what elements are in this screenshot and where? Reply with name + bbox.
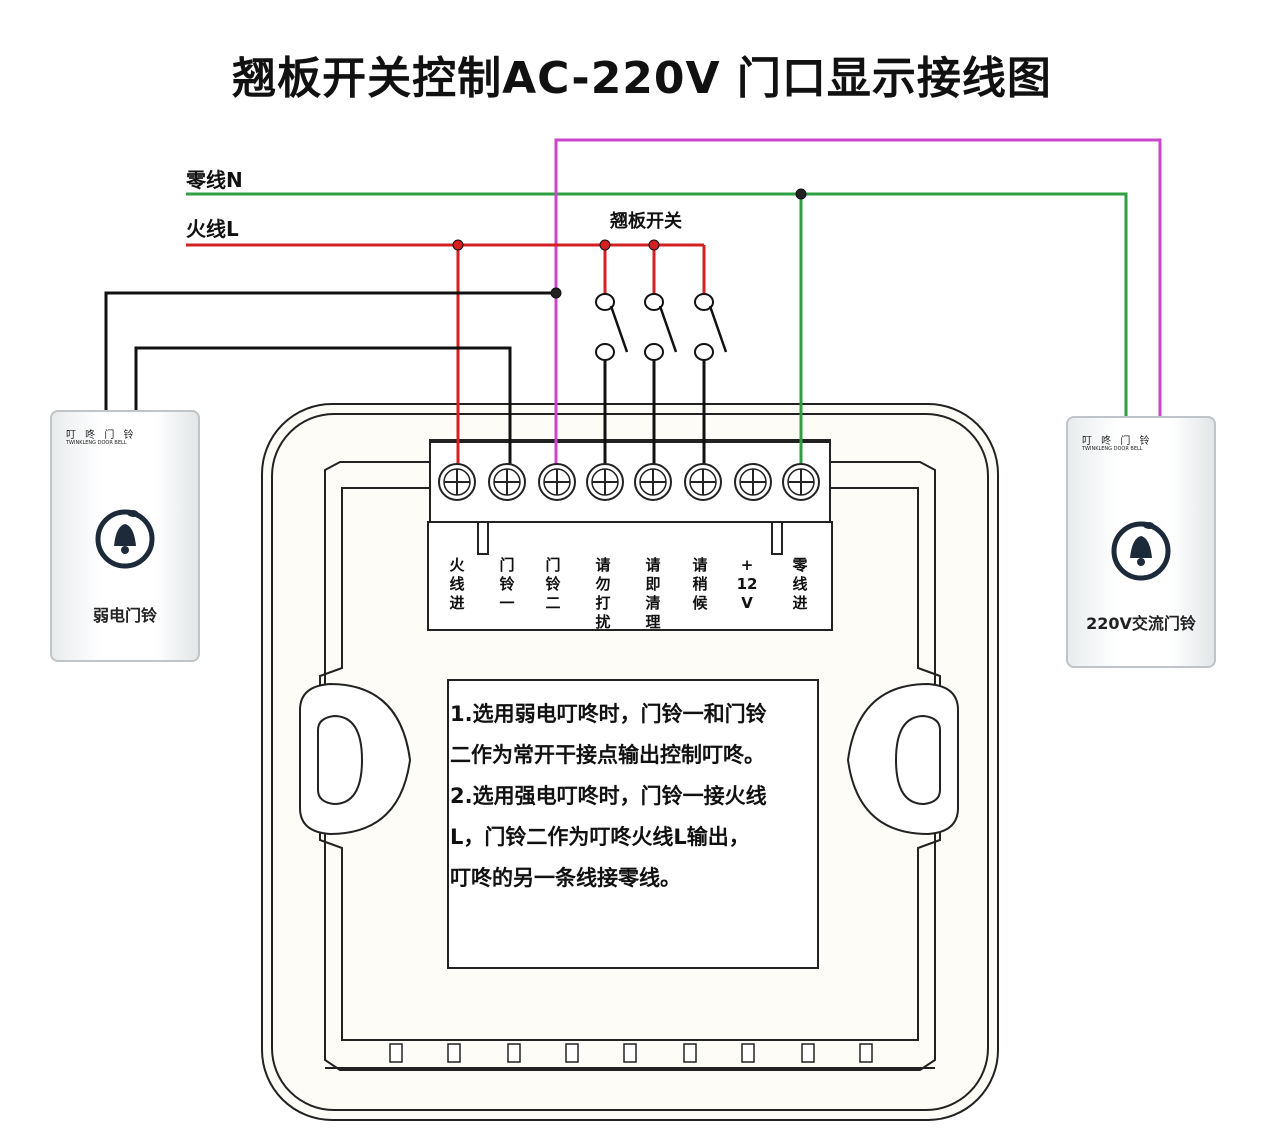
terminal-screws <box>438 463 820 501</box>
terminal-label-char: 零 <box>792 556 808 574</box>
bottom-clips <box>389 1043 873 1063</box>
terminal-label-char: 请 <box>595 556 611 574</box>
terminal-label-char: + <box>740 556 754 574</box>
mounting-ear-right <box>846 682 959 836</box>
neutral-wire-label: 零线N <box>186 168 243 192</box>
terminal-screw-icon <box>586 463 624 501</box>
bell-logo-icon <box>95 509 155 569</box>
terminal-label: 请稍候 <box>689 556 711 613</box>
bell-brand-en: TWINKLENG DOOR BELL <box>1082 446 1143 452</box>
terminal-label: 火线进 <box>446 556 468 613</box>
rocker-switch-icon <box>595 293 629 361</box>
note-line: 叮咚的另一条线接零线。 <box>450 866 681 890</box>
bell-brand-cn: 叮 咚 门 铃 <box>66 430 137 441</box>
terminal-label-char: 线 <box>792 575 808 593</box>
ac-doorbell: 叮 咚 门 铃 TWINKLENG DOOR BELL 220V交流门铃 <box>1066 416 1216 668</box>
low-voltage-wire <box>104 291 556 410</box>
live-junction <box>648 239 660 251</box>
bell-label: 弱电门铃 <box>92 606 157 625</box>
terminal-label-char: 打 <box>595 594 611 612</box>
note-box <box>447 679 819 969</box>
note-line: 1.选用弱电叮咚时，门铃一和门铃 <box>450 702 767 726</box>
wires <box>104 138 1162 464</box>
terminal-label-char: 线 <box>449 575 465 593</box>
switch-label: 翘板开关 <box>610 211 682 232</box>
terminal-screw-icon <box>782 463 820 501</box>
live-wire-label: 火线L <box>186 217 239 241</box>
terminal-label-char: 进 <box>792 594 808 612</box>
low-voltage-wire <box>134 346 512 464</box>
note-line: 2.选用强电叮咚时，门铃一接火线 <box>450 784 767 808</box>
terminal-screw-icon <box>488 463 526 501</box>
mounting-ear-left <box>299 682 412 836</box>
page-title: 翘板开关控制AC-220V 门口显示接线图 <box>232 53 1052 104</box>
terminal-label-char: 门 <box>499 556 515 574</box>
terminal-label: 零线进 <box>789 556 811 613</box>
terminal-block <box>427 441 833 631</box>
terminal-label-char: 理 <box>645 613 661 631</box>
terminal-label: 请即清理 <box>642 556 664 632</box>
bell-output-wire <box>554 138 1162 464</box>
note-line: L，门铃二作为叮咚火线L输出， <box>450 825 750 849</box>
terminal-label-char: 铃 <box>545 575 561 593</box>
terminal-label-char: 12 <box>736 575 758 593</box>
wiring-note: 1.选用弱电叮咚时，门铃一和门铃 二作为常开干接点输出控制叮咚。 2.选用强电叮… <box>450 694 820 899</box>
bell-label: 220V交流门铃 <box>1086 614 1196 633</box>
bell-logo-icon <box>1111 521 1171 581</box>
terminal-label-char: 扰 <box>595 613 611 631</box>
low-voltage-doorbell: 叮 咚 门 铃 TWINKLENG DOOR BELL 弱电门铃 <box>50 410 200 662</box>
terminal-label: 请勿打扰 <box>592 556 614 632</box>
terminal-label-char: 门 <box>545 556 561 574</box>
terminal-label-char: 勿 <box>595 575 611 593</box>
rocker-switches <box>595 293 728 361</box>
terminal-label-char: 进 <box>449 594 465 612</box>
terminal-label-char: 清 <box>645 594 661 612</box>
terminal-label-char: 铃 <box>499 575 515 593</box>
bell-brand-en: TWINKLENG DOOR BELL <box>66 440 127 446</box>
terminal-screw-icon <box>538 463 576 501</box>
live-junction <box>452 239 464 251</box>
low-voltage-junction <box>550 287 562 299</box>
live-junction <box>599 239 611 251</box>
bell-brand-cn: 叮 咚 门 铃 <box>1082 436 1153 447</box>
rocker-switch-icon <box>694 293 728 361</box>
neutral-wire <box>186 192 1128 418</box>
terminal-label-char: 请 <box>692 556 708 574</box>
note-line: 二作为常开干接点输出控制叮咚。 <box>450 743 765 767</box>
terminal-label-char: V <box>741 594 753 612</box>
terminal-label-char: 火 <box>449 556 465 574</box>
terminal-label-char: 二 <box>545 594 561 612</box>
terminal-screw-icon <box>634 463 672 501</box>
terminal-label-char: 稍 <box>692 575 708 593</box>
terminal-label: 门铃二 <box>542 556 564 613</box>
terminal-screw-icon <box>438 463 476 501</box>
terminal-label-char: 请 <box>645 556 661 574</box>
terminal-label: 门铃一 <box>496 556 518 613</box>
terminal-screw-icon <box>734 463 772 501</box>
rocker-switch-icon <box>644 293 678 361</box>
terminal-screw-icon <box>684 463 722 501</box>
terminal-label-char: 候 <box>692 594 708 612</box>
terminal-label-char: 即 <box>645 575 661 593</box>
neutral-junction <box>795 188 807 200</box>
terminal-label-char: 一 <box>499 594 515 612</box>
